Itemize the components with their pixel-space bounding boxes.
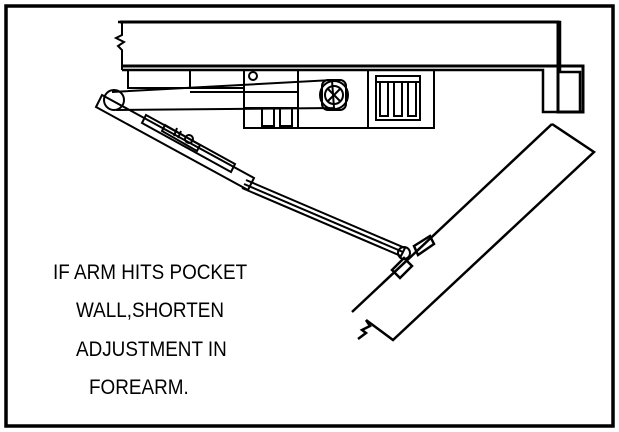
main-arm — [103, 78, 336, 111]
instruction-line-1: IF ARM HITS POCKET — [53, 261, 247, 284]
pocket-header-outline — [118, 20, 582, 114]
outer-frame — [4, 4, 615, 428]
instruction-line-3: ADJUSTMENT IN — [76, 338, 227, 361]
break-line-left — [113, 22, 126, 70]
door-panel — [351, 122, 597, 342]
pocket-header-wall — [120, 20, 585, 114]
instruction-line-4: FOREARM. — [89, 376, 189, 399]
instruction-line-2: WALL,SHORTEN — [76, 299, 224, 322]
closer-body — [127, 69, 435, 129]
forearm — [94, 93, 411, 260]
